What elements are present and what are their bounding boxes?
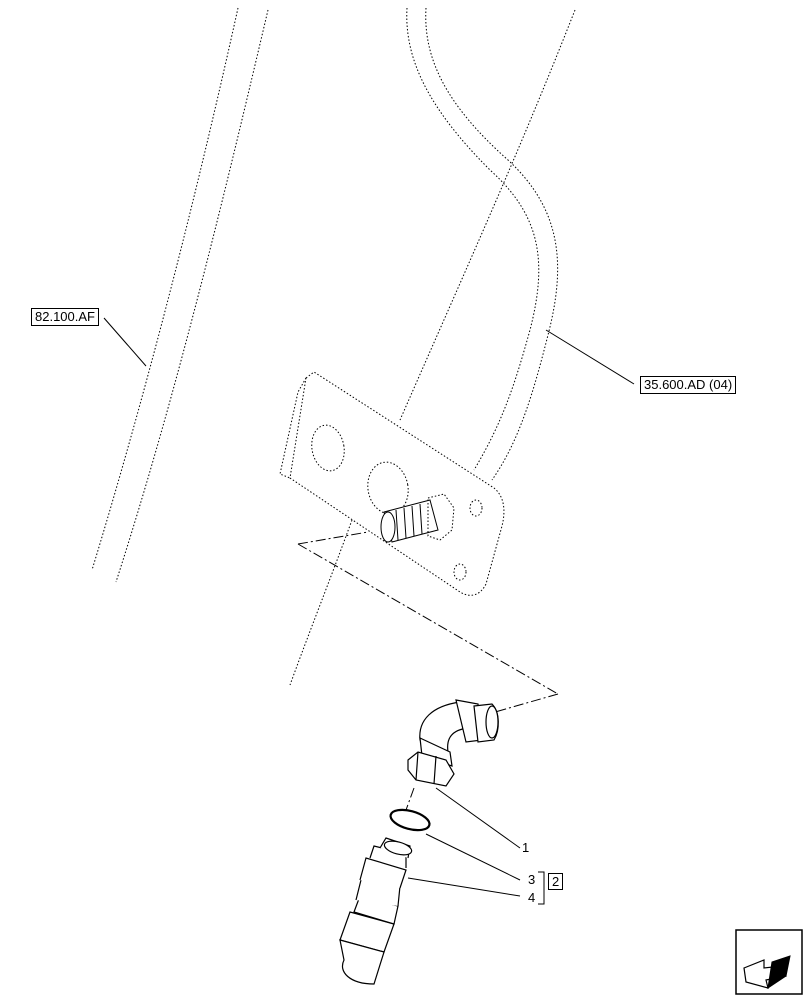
- assembly-centerlines: [297, 531, 559, 811]
- reference-35-600-ad-04[interactable]: 35.600.AD (04): [640, 376, 737, 394]
- callout-item-1: 1: [522, 840, 530, 855]
- elbow-fitting: [407, 699, 499, 787]
- callout-item-3: 3: [528, 872, 536, 887]
- mounting-plate: [279, 371, 505, 596]
- reference-82-100-af[interactable]: 82.100.AF: [31, 308, 99, 326]
- background-frame-lines: [91, 7, 576, 686]
- next-page-arrow-icon[interactable]: [735, 929, 803, 995]
- callout-item-4: 4: [528, 890, 536, 905]
- bulkhead-stud: [380, 493, 455, 543]
- leader-lines: [103, 317, 635, 905]
- o-ring: [389, 808, 431, 832]
- kit-box-2: 2: [548, 873, 564, 890]
- adapter-fitting: [339, 837, 413, 985]
